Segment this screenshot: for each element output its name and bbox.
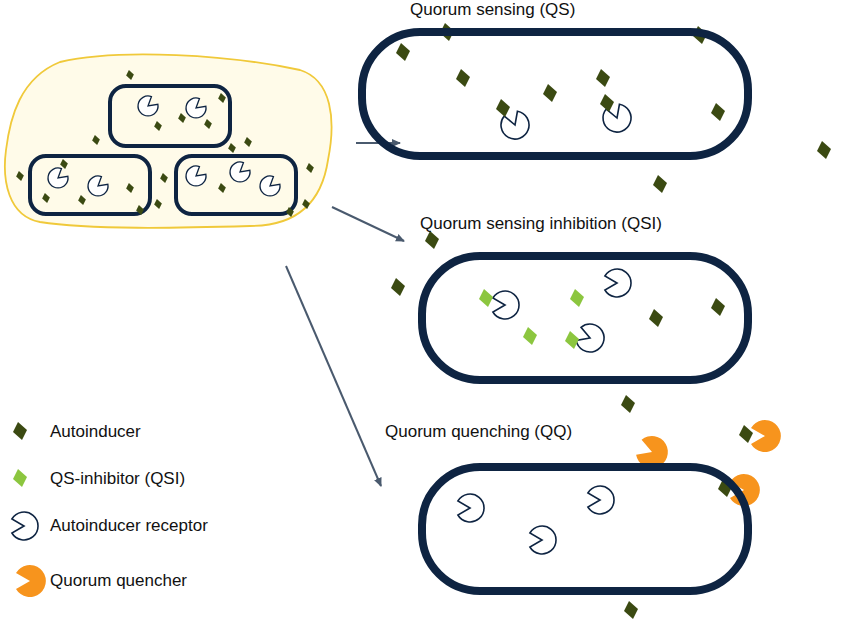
legend-label: Autoinducer (50, 422, 141, 442)
cell-heading: Quorum quenching (QQ) (385, 422, 572, 442)
biofilm (5, 54, 332, 227)
qs-cell: Quorum sensing (QS) (358, 28, 752, 160)
qq-cell: Quorum quenching (QQ) (418, 463, 752, 595)
qsi-cell: Quorum sensing inhibition (QSI) (418, 252, 752, 384)
bacterium (176, 156, 296, 214)
legend-label: Quorum quencher (50, 571, 187, 591)
cell-heading: Quorum sensing (QS) (410, 0, 575, 20)
qs-molecules (396, 23, 831, 193)
bacterium (110, 86, 230, 146)
legend-samples (12, 422, 46, 597)
biofilm-molecules (16, 70, 314, 217)
cell-heading: Quorum sensing inhibition (QSI) (420, 214, 662, 234)
legend-label: QS-inhibitor (QSI) (50, 469, 185, 489)
bacterium (30, 156, 150, 214)
legend-label: Autoinducer receptor (50, 516, 208, 536)
